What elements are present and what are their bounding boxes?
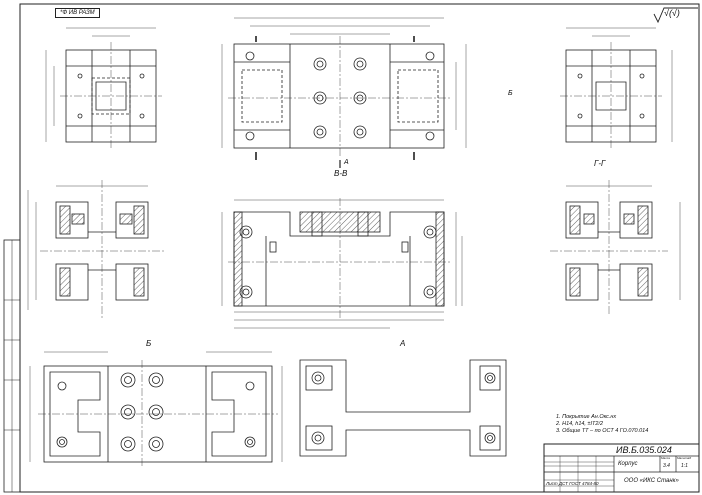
view-section-a (221, 198, 463, 329)
view-label-b: Б (146, 339, 152, 348)
view-label-b-small: Б (508, 90, 513, 97)
note-1: 1. Покрытие Ан.Окс.нх (556, 414, 617, 420)
designation: ИВ.Б.035.024 (616, 445, 672, 455)
mass-value: 3.4 (663, 463, 670, 469)
view-label-a: А (400, 339, 406, 348)
material: Лист ДСТ ГОСТ 4784-80 (546, 481, 599, 486)
drawing-code-box: *Ф ИВ РАЗМ (55, 8, 100, 18)
note-3: 3. Общие ТТ – по ОСТ 4 ГО.070.014 (556, 428, 649, 434)
view-top-center (221, 17, 467, 168)
organization: ООО «ИКС Станк» (624, 478, 679, 484)
scale-value: 1:1 (681, 463, 688, 469)
roughness-label: √(√) (664, 8, 680, 18)
view-label-a-small: А (344, 159, 349, 166)
view-section-b-left (27, 180, 164, 320)
part-name: Корпус (618, 461, 638, 467)
sheet-frame (3, 3, 700, 493)
view-top-left (45, 27, 162, 148)
scale-label: Масштаб (677, 456, 692, 460)
view-section-g (550, 180, 681, 316)
technical-notes: 1. Покрытие Ан.Окс.нх 2. H14, h14, ±IT2/… (556, 414, 648, 435)
view-top-right (560, 27, 673, 148)
view-bottom-profile (299, 359, 507, 457)
note-2: 2. H14, h14, ±IT2/2 (556, 421, 604, 427)
view-bottom-plate (29, 351, 283, 468)
view-label-b-b: В-В (334, 169, 348, 178)
title-block (543, 443, 700, 493)
roughness-symbol (653, 7, 698, 24)
mass-label: Масса (661, 456, 670, 460)
view-label-g-g: Г-Г (594, 159, 606, 168)
